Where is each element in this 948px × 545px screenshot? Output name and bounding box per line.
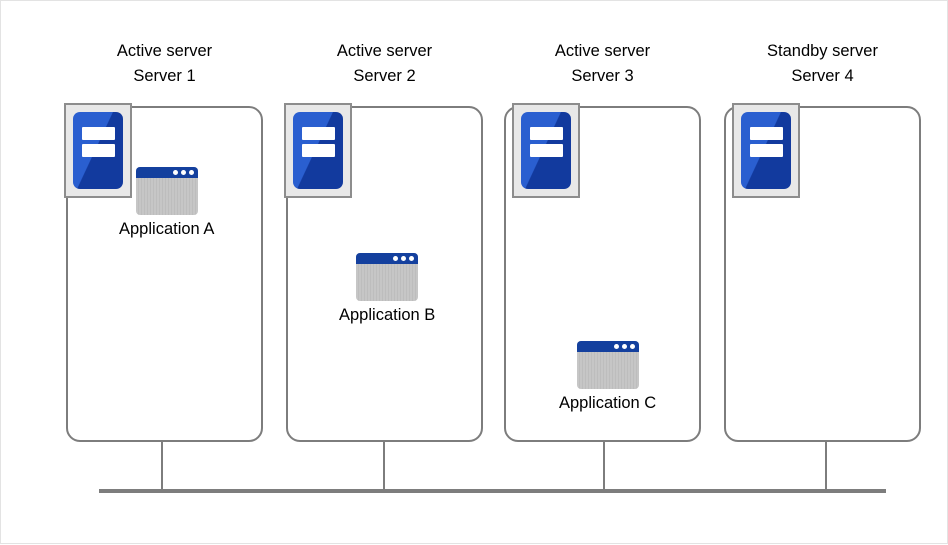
application-b[interactable]: Application B bbox=[339, 253, 435, 325]
server-icon-1-bar-top bbox=[81, 126, 115, 140]
dot-icon bbox=[621, 344, 627, 349]
dot-icon bbox=[629, 344, 635, 349]
server-icon-1-body bbox=[73, 112, 123, 189]
network-drop-line-3 bbox=[603, 442, 605, 491]
server-icon-3[interactable] bbox=[512, 103, 580, 198]
server-icon-3-bar-bottom bbox=[529, 144, 563, 158]
server-icon-4[interactable] bbox=[732, 103, 800, 198]
server-title-1: Active server Server 1 bbox=[66, 39, 263, 89]
server-icon-2-body bbox=[293, 112, 343, 189]
server-icon-1-bar-bottom bbox=[81, 144, 115, 158]
application-a-label: Application A bbox=[119, 220, 215, 238]
server-title-4: Standby server Server 4 bbox=[724, 39, 921, 89]
application-a[interactable]: Application A bbox=[119, 167, 214, 239]
server-role-label-3: Active server bbox=[554, 42, 651, 60]
server-icon-3-bar-top bbox=[529, 126, 563, 140]
server-icon-4-bar-bottom bbox=[749, 144, 783, 158]
server-name-label-3: Server 3 bbox=[571, 67, 634, 85]
application-window-icon-b[interactable] bbox=[356, 253, 419, 301]
server-icon-1[interactable] bbox=[64, 103, 132, 198]
dot-icon bbox=[172, 170, 178, 175]
server-column-1: Active server Server 1 bbox=[66, 1, 263, 545]
dot-icon bbox=[613, 344, 619, 349]
dot-icon bbox=[401, 256, 407, 261]
application-c-titlebar bbox=[576, 341, 639, 352]
application-window-icon-a[interactable] bbox=[135, 167, 198, 215]
server-name-label-2: Server 2 bbox=[353, 67, 416, 85]
server-title-3: Active server Server 3 bbox=[504, 39, 701, 89]
server-icon-3-body bbox=[521, 112, 571, 189]
server-icon-4-bar-top bbox=[749, 126, 783, 140]
application-b-label: Application B bbox=[339, 306, 436, 324]
server-name-label-4: Server 4 bbox=[791, 67, 854, 85]
dot-icon bbox=[409, 256, 415, 261]
network-drop-line-2 bbox=[383, 442, 385, 491]
network-drop-line-4 bbox=[825, 442, 827, 491]
network-drop-line-1 bbox=[161, 442, 163, 491]
server-icon-2-bar-bottom bbox=[301, 144, 335, 158]
server-role-label-1: Active server bbox=[116, 42, 213, 60]
server-icon-2[interactable] bbox=[284, 103, 352, 198]
dot-icon bbox=[188, 170, 194, 175]
application-window-icon-c[interactable] bbox=[576, 341, 639, 389]
server-title-2: Active server Server 2 bbox=[286, 39, 483, 89]
network-bus-line bbox=[99, 489, 886, 493]
server-icon-4-body bbox=[741, 112, 791, 189]
dot-icon bbox=[180, 170, 186, 175]
application-a-titlebar bbox=[135, 167, 198, 178]
server-role-label-4: Standby server bbox=[767, 42, 878, 60]
server-icon-2-bar-top bbox=[301, 126, 335, 140]
server-role-label-2: Active server bbox=[336, 42, 433, 60]
dot-icon bbox=[393, 256, 399, 261]
server-name-label-1: Server 1 bbox=[133, 67, 196, 85]
server-column-4: Standby server Server 4 bbox=[724, 1, 921, 545]
application-c-label: Application C bbox=[559, 394, 657, 412]
application-c[interactable]: Application C bbox=[559, 341, 656, 413]
application-b-titlebar bbox=[356, 253, 419, 264]
